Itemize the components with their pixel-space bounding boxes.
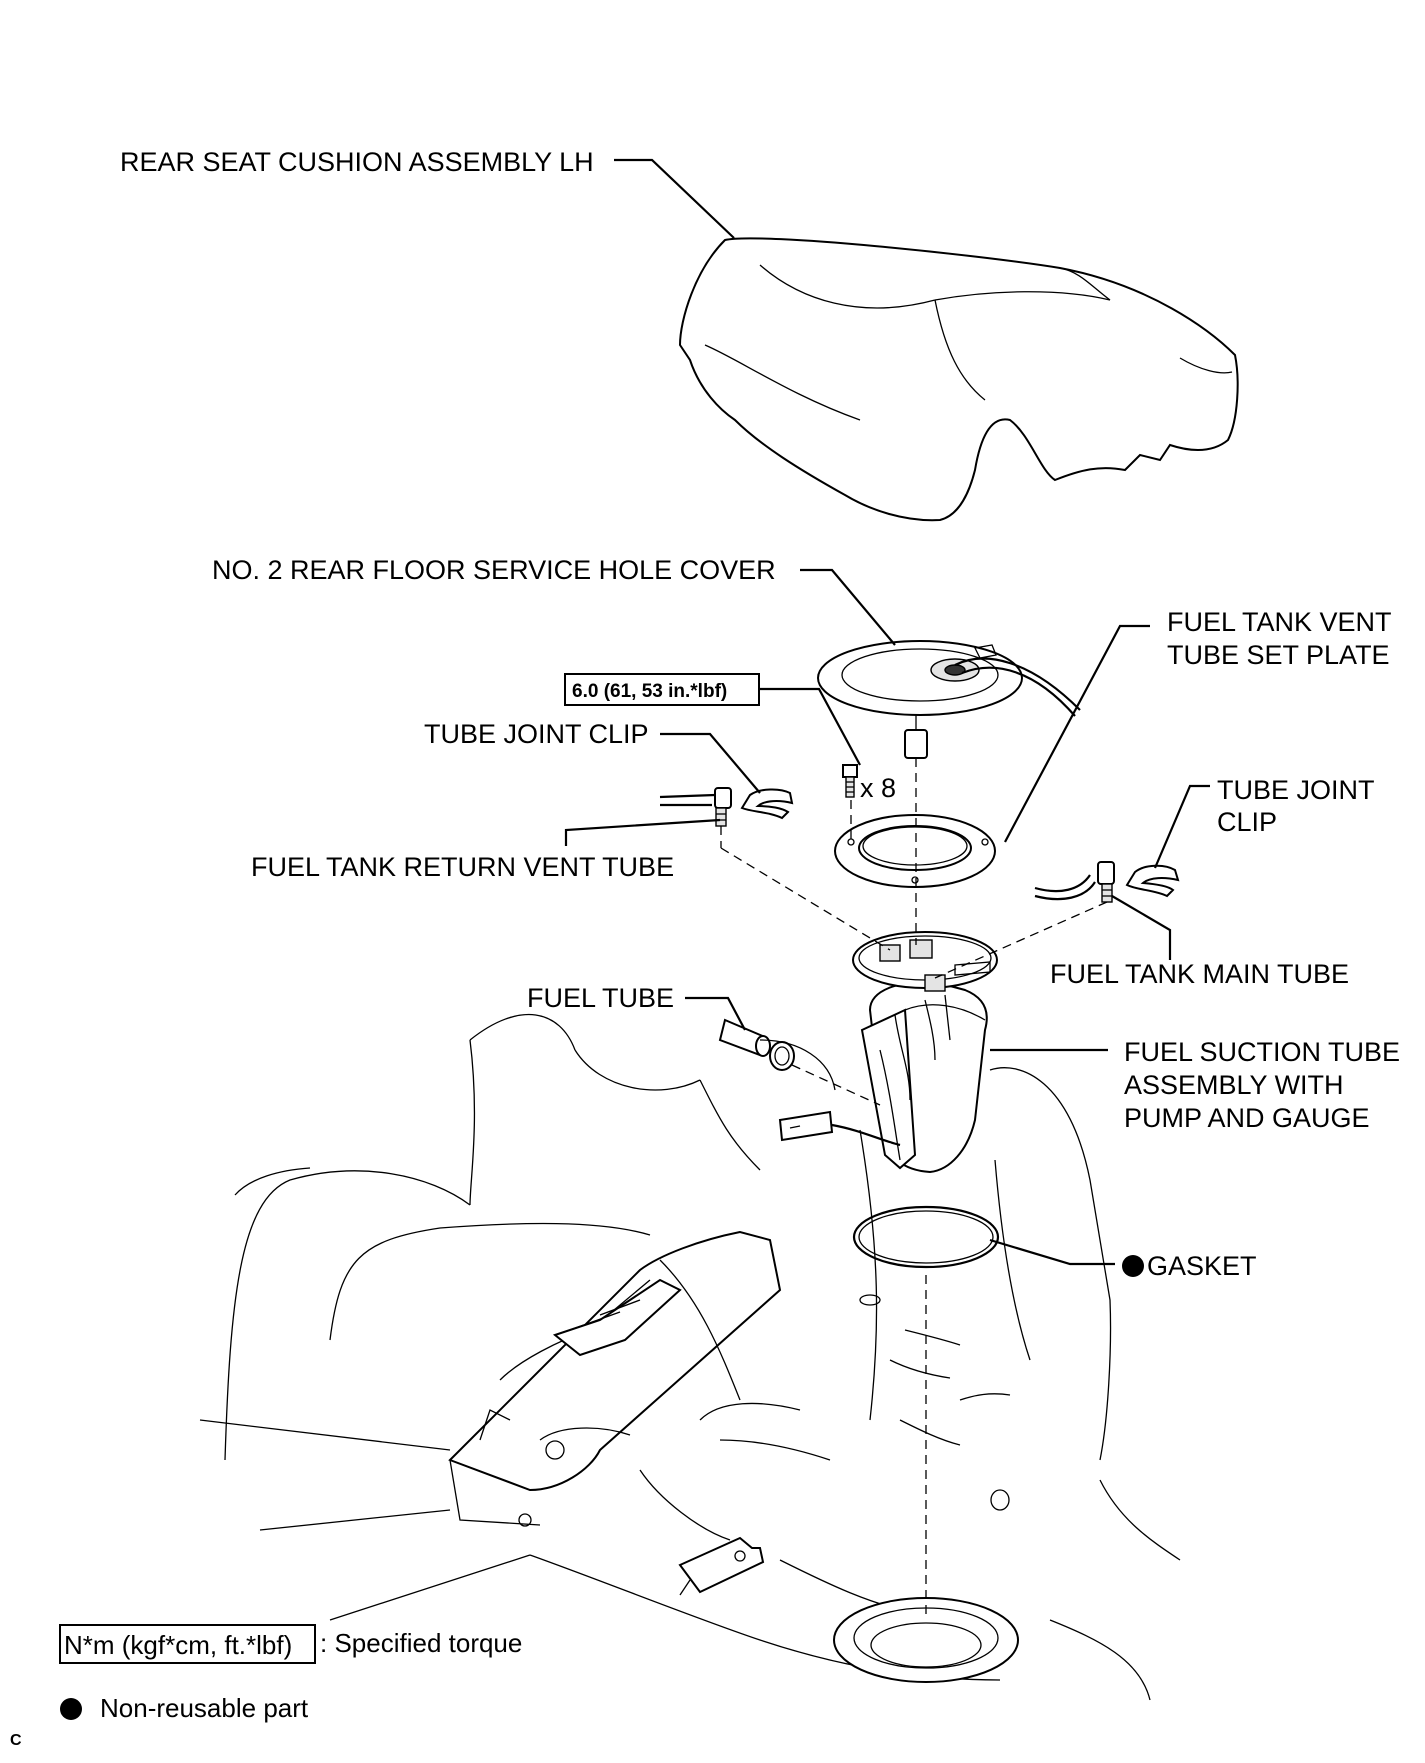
label-main-tube: FUEL TANK MAIN TUBE bbox=[1050, 959, 1349, 989]
leader-lines bbox=[564, 158, 1210, 1266]
fuel-suction-tube-assembly-illustration bbox=[778, 931, 998, 1174]
corner-mark: C bbox=[10, 1732, 22, 1749]
label-suction-tube-line1: FUEL SUCTION TUBE bbox=[1124, 1037, 1400, 1067]
legend-torque-box bbox=[59, 1624, 316, 1664]
gasket-illustration bbox=[852, 1205, 1000, 1269]
legend-torque-unit: N*m (kgf*cm, ft.*lbf) bbox=[64, 1630, 292, 1660]
tube-joint-clip-left-illustration bbox=[740, 788, 794, 820]
main-tube-illustration bbox=[1034, 861, 1115, 903]
legend-nonreusable-dot bbox=[60, 1698, 82, 1720]
fuel-tube-illustration bbox=[718, 1018, 795, 1071]
legend-nonreusable-desc: Non-reusable part bbox=[100, 1693, 309, 1723]
label-tube-joint-clip-right-line2: CLIP bbox=[1217, 807, 1277, 837]
bolt-quantity: x 8 bbox=[860, 773, 896, 803]
vehicle-floor-background-illustration bbox=[199, 1013, 1181, 1701]
vent-tube-set-plate-illustration bbox=[834, 814, 996, 888]
service-hole-cover-illustration bbox=[817, 640, 1081, 759]
gasket-nonreusable-dot bbox=[1122, 1255, 1144, 1277]
label-tube-joint-clip-right-line1: TUBE JOINT bbox=[1217, 775, 1375, 805]
label-tube-joint-clip-left: TUBE JOINT CLIP bbox=[424, 719, 649, 749]
label-suction-tube-line2: ASSEMBLY WITH bbox=[1124, 1070, 1344, 1100]
bolt-illustration bbox=[842, 764, 858, 798]
label-service-hole-cover: NO. 2 REAR FLOOR SERVICE HOLE COVER bbox=[212, 555, 776, 585]
legend: N*m (kgf*cm, ft.*lbf) : Specified torque… bbox=[10, 1624, 522, 1749]
label-suction-tube-line3: PUMP AND GAUGE bbox=[1124, 1103, 1370, 1133]
legend-torque-desc: : Specified torque bbox=[320, 1628, 522, 1658]
label-vent-tube-set-plate-line2: TUBE SET PLATE bbox=[1167, 640, 1390, 670]
rear-seat-cushion-illustration bbox=[678, 237, 1239, 522]
labels: REAR SEAT CUSHION ASSEMBLY LH NO. 2 REAR… bbox=[120, 147, 1400, 1281]
label-gasket: GASKET bbox=[1147, 1251, 1257, 1281]
alignment-lines bbox=[720, 758, 1108, 1620]
return-vent-tube-illustration bbox=[659, 787, 732, 827]
label-return-vent-tube: FUEL TANK RETURN VENT TUBE bbox=[251, 852, 674, 882]
label-fuel-tube: FUEL TUBE bbox=[527, 983, 674, 1013]
label-vent-tube-set-plate-line1: FUEL TANK VENT bbox=[1167, 607, 1392, 637]
tube-joint-clip-right-illustration bbox=[1125, 864, 1180, 898]
label-rear-seat-cushion: REAR SEAT CUSHION ASSEMBLY LH bbox=[120, 147, 594, 177]
torque-callout-box bbox=[564, 673, 760, 706]
torque-value: 6.0 (61, 53 in.*lbf) bbox=[572, 681, 727, 702]
